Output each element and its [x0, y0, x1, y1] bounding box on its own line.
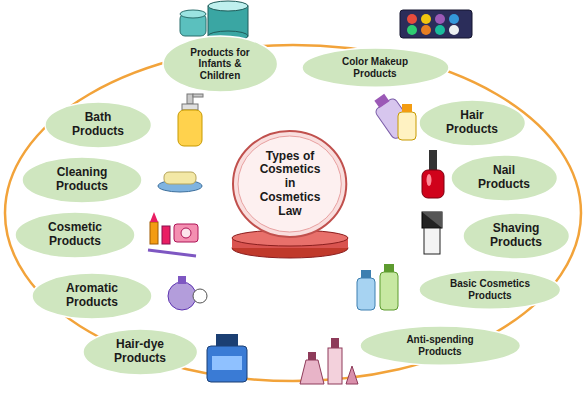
category-label: Anti-spending Products — [385, 325, 495, 357]
category-label: Aromatic Products — [52, 272, 132, 310]
hair-bottles-icon — [369, 90, 416, 140]
outer-ellipse — [5, 45, 581, 381]
category-label: Basic Cosmetics Products — [442, 269, 538, 301]
category-label: Products for Infants & Children — [182, 35, 258, 81]
ellipse-outline — [463, 213, 570, 259]
ellipse-outline — [451, 155, 558, 201]
category-label: Hair-dye Products — [102, 328, 178, 366]
ellipse-outline — [15, 212, 135, 258]
soap-icon — [158, 172, 202, 192]
category-ellipse: Cosmetic Products — [14, 211, 136, 259]
category-label: Color Makeup Products — [325, 47, 425, 79]
nail-polish-icon — [422, 150, 444, 198]
ellipse-outline — [45, 102, 152, 148]
category-ellipse: Hair Products — [418, 99, 527, 147]
ellipse-outline — [419, 270, 561, 309]
ellipse-outline — [302, 48, 449, 87]
ellipse-outline — [163, 36, 278, 92]
category-ellipse: Shaving Products — [462, 212, 571, 260]
category-label: Cleaning Products — [42, 156, 122, 194]
category-ellipse: Cleaning Products — [21, 156, 143, 204]
category-ellipse: Color Makeup Products — [301, 47, 450, 88]
ellipse-outline — [83, 329, 198, 375]
category-ellipse: Aromatic Products — [31, 272, 153, 320]
category-ellipse: Anti-spending Products — [359, 325, 522, 366]
hair-dye-icon — [207, 334, 247, 382]
infant-products-icon — [180, 1, 248, 41]
ellipse-outline — [22, 157, 142, 203]
category-label: Cosmetic Products — [35, 211, 115, 249]
ellipse-outline — [419, 100, 526, 146]
perfume-icon — [168, 276, 207, 310]
perfume-bottles-icon — [300, 338, 358, 384]
category-ellipse: Basic Cosmetics Products — [418, 269, 562, 310]
category-ellipse: Hair-dye Products — [82, 328, 199, 376]
category-ellipse: Bath Products — [44, 101, 153, 149]
category-label: Nail Products — [469, 154, 539, 192]
category-ellipse: Products for Infants & Children — [162, 35, 279, 93]
bath-bottle-icon — [178, 94, 203, 146]
category-label: Bath Products — [63, 101, 133, 139]
lipstick-icon — [148, 212, 198, 256]
category-label: Shaving Products — [481, 212, 551, 250]
category-label: Hair Products — [437, 99, 507, 137]
shaving-icon — [422, 212, 442, 254]
category-ellipse: Nail Products — [450, 154, 559, 202]
basic-bottles-icon — [357, 264, 398, 310]
center-oval: Types of Cosmetics in Cosmetics Law — [231, 129, 348, 239]
center-title: Types of Cosmetics in Cosmetics Law — [253, 129, 327, 219]
palette-icon — [400, 10, 472, 38]
ellipse-outline — [360, 326, 521, 365]
ellipse-outline — [32, 273, 152, 319]
